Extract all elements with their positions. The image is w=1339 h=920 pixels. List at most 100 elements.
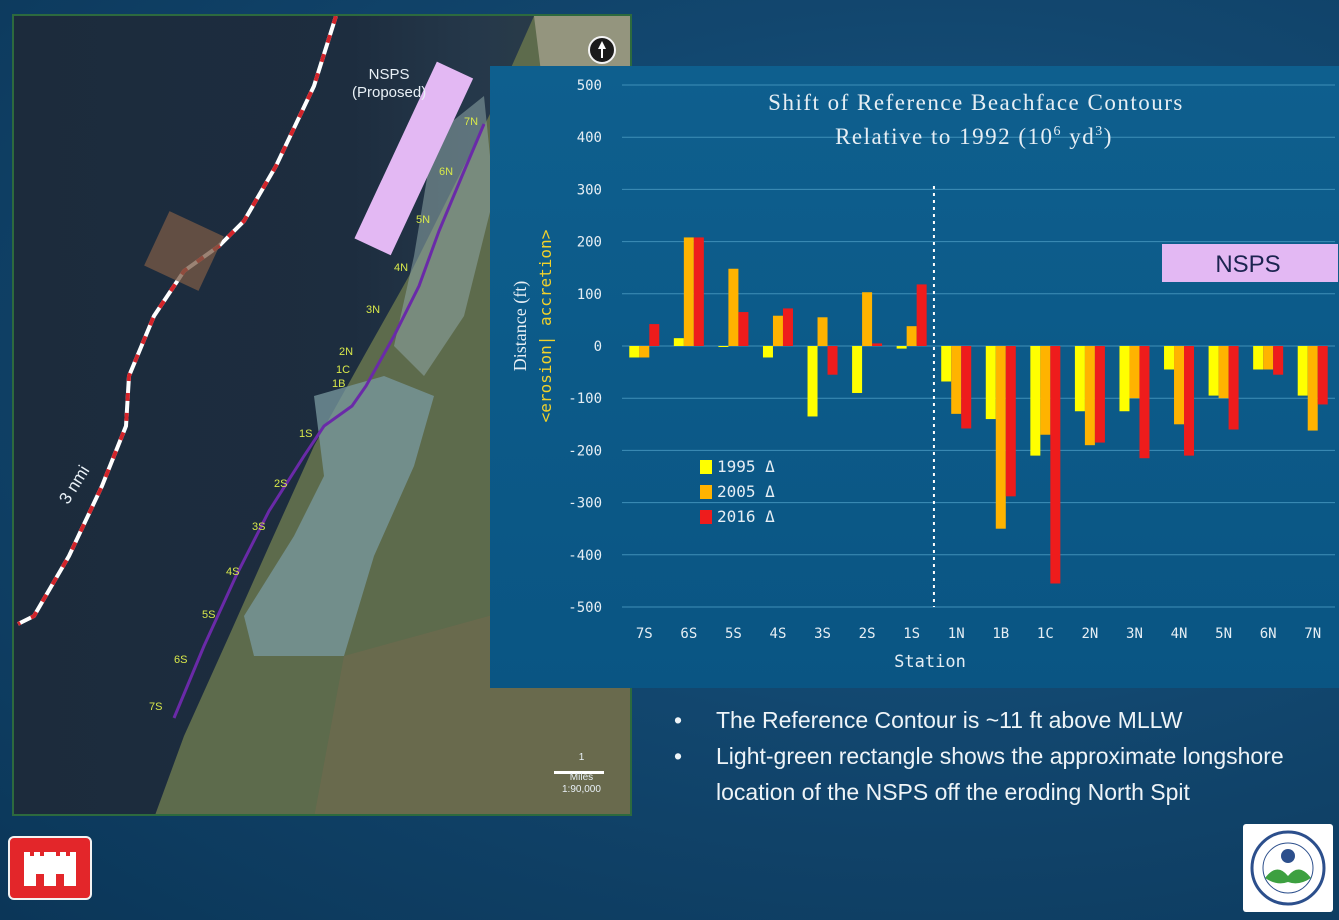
map-station-5S: 5S (202, 609, 216, 621)
y-tick-label: 200 (577, 235, 602, 251)
bar-7S-2005 (639, 346, 650, 358)
map-station-3N: 3N (366, 304, 381, 316)
chart-title-line2: Relative to 1992 (106 yd3) (835, 124, 1113, 149)
bar-4S-1995 (762, 346, 773, 358)
chart-title-line1: Shift of Reference Beachface Contours (768, 90, 1184, 115)
nsps-region-box (1162, 244, 1338, 282)
bar-1N-2005 (951, 346, 962, 414)
bar-1C-2005 (1040, 346, 1051, 435)
boundary-line-3nmi-dash (17, 16, 338, 626)
map-station-6S: 6S (174, 654, 188, 666)
note-item: •The Reference Contour is ~11 ft above M… (672, 702, 1322, 738)
bullet-glyph: • (674, 707, 683, 733)
bar-6S-2016 (693, 237, 704, 346)
x-tick-label: 3S (814, 626, 831, 642)
y-tick-label: -100 (568, 391, 602, 407)
bar-1S-2005 (906, 326, 917, 346)
nsps-map-label: NSPS (Proposed) (352, 66, 427, 101)
x-tick-label: 6N (1260, 626, 1277, 642)
epa-seal-logo (1243, 824, 1333, 912)
disposal-site-square (144, 211, 224, 291)
bar-3S-2016 (827, 346, 838, 375)
x-tick-label: 4S (770, 626, 787, 642)
chart-bars (629, 237, 1328, 584)
legend-label: 1995 Δ (717, 457, 775, 476)
bar-1S-2016 (916, 284, 927, 346)
map-station-4N: 4N (394, 262, 409, 274)
legend-label: 2016 Δ (717, 507, 775, 526)
bar-4N-1995 (1164, 346, 1175, 370)
bar-7N-2016 (1317, 346, 1328, 405)
map-station-3S: 3S (252, 521, 266, 533)
bar-7S-1995 (629, 346, 640, 358)
bar-7S-2016 (649, 324, 660, 346)
north-arrow-icon (588, 36, 616, 64)
y-tick-label: -500 (568, 600, 602, 616)
y-tick-label: -200 (568, 443, 602, 459)
bar-4N-2016 (1184, 346, 1195, 456)
y-tick-label: 500 (577, 78, 602, 94)
scale-bar (554, 771, 604, 774)
bar-5S-2005 (728, 268, 739, 346)
y-tick-label: 100 (577, 287, 602, 303)
x-tick-label: 1N (948, 626, 965, 642)
map-station-6N: 6N (439, 166, 454, 178)
y-tick-label: -300 (568, 496, 602, 512)
bar-6N-2016 (1273, 346, 1284, 375)
legend-swatch (700, 510, 712, 524)
map-station-5N: 5N (416, 214, 431, 226)
bar-3S-2005 (817, 317, 828, 346)
map-scale-label: 1 Miles 1:90,000 (562, 752, 601, 795)
map-station-7S: 7S (149, 701, 163, 713)
x-tick-label: 7S (636, 626, 653, 642)
legend-swatch (700, 460, 712, 474)
usace-castle-logo (8, 836, 92, 900)
x-tick-label: 2N (1081, 626, 1098, 642)
bar-3S-1995 (807, 346, 818, 417)
map-station-1B: 1B (332, 378, 346, 390)
nsps-region-label: NSPS (1215, 251, 1280, 278)
bar-1N-2016 (961, 346, 972, 429)
bar-2N-1995 (1074, 346, 1085, 412)
bar-3N-2005 (1129, 346, 1140, 399)
bar-1C-2016 (1050, 346, 1061, 584)
y-axis-label: Distance (ft) (510, 281, 531, 371)
bar-1B-2005 (995, 346, 1006, 529)
bar-6N-2005 (1263, 346, 1274, 370)
x-tick-label: 5S (725, 626, 742, 642)
x-axis-label: Station (894, 652, 966, 672)
note-item: •Light-green rectangle shows the approxi… (672, 738, 1322, 810)
x-tick-label: 7N (1304, 626, 1321, 642)
bar-2S-1995 (852, 346, 863, 393)
y-tick-label: 0 (594, 339, 602, 355)
bar-4S-2005 (772, 315, 783, 346)
legend-swatch (700, 485, 712, 499)
bar-2S-2005 (862, 292, 873, 346)
bar-5N-1995 (1208, 346, 1219, 396)
bar-1C-1995 (1030, 346, 1041, 456)
bar-4N-2005 (1174, 346, 1185, 425)
shoreline-transect-line (172, 123, 486, 719)
y-tick-label: 400 (577, 130, 602, 146)
estuary-bay (244, 376, 434, 656)
bar-7N-2005 (1307, 346, 1318, 431)
x-tick-label: 2S (859, 626, 876, 642)
bar-6N-1995 (1253, 346, 1264, 370)
y-tick-label: 300 (577, 182, 602, 198)
bar-5N-2005 (1218, 346, 1229, 399)
bar-1N-1995 (941, 346, 952, 382)
bar-5N-2016 (1228, 346, 1239, 430)
notes-list: •The Reference Contour is ~11 ft above M… (672, 702, 1322, 810)
bar-2N-2016 (1094, 346, 1105, 443)
bar-3N-1995 (1119, 346, 1130, 412)
bar-5S-1995 (718, 346, 729, 347)
bar-1S-1995 (896, 346, 907, 349)
map-station-2N: 2N (339, 346, 354, 358)
bar-5S-2016 (738, 312, 749, 346)
bar-2N-2005 (1084, 346, 1095, 446)
x-tick-label: 5N (1215, 626, 1232, 642)
